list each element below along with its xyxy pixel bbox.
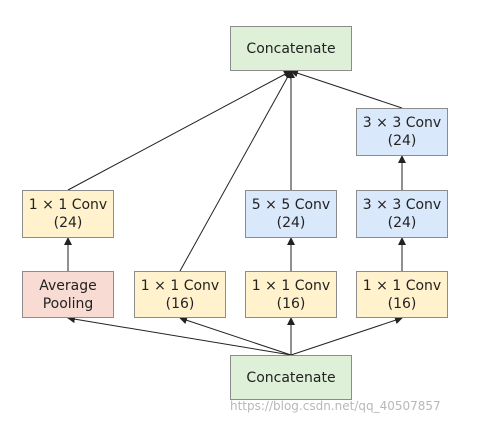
conv1x1-pool-branch-title: 1 × 1 Conv [28, 197, 108, 213]
arrow-concat-to-conv1x1-d [290, 316, 403, 356]
average-pooling: Average Pooling [22, 271, 114, 318]
conv1x1-before-5x5-title: 1 × 1 Conv [251, 277, 331, 294]
conv1x1-direct: 1 × 1 Conv (16) [134, 271, 226, 318]
concatenate-top-label: Concatenate [246, 40, 336, 57]
concatenate-bottom: Concatenate [230, 355, 352, 400]
arrow-concat-to-avgpool [67, 315, 292, 356]
conv5x5: 5 × 5 Conv (24) [245, 190, 337, 238]
conv1x1-pool-branch-filters: (24) [53, 215, 83, 231]
concatenate-top: Concatenate [230, 26, 352, 71]
conv3x3-top-title: 3 × 3 Conv [362, 115, 442, 131]
conv3x3-top: 3 × 3 Conv (24) [356, 108, 448, 156]
conv5x5-title: 5 × 5 Conv [251, 197, 331, 213]
conv3x3-middle-title: 3 × 3 Conv [362, 197, 442, 213]
average-pooling-line1: Average [39, 277, 97, 294]
arrow-concat-to-conv1x1-b [179, 316, 292, 356]
conv1x1-before-5x5: 1 × 1 Conv (16) [245, 271, 337, 318]
concatenate-bottom-label: Concatenate [246, 369, 336, 386]
conv3x3-top-filters: (24) [387, 133, 417, 149]
conv5x5-filters: (24) [276, 215, 306, 231]
arrow-conv1x1-a-to-concat [67, 70, 292, 191]
watermark-text: https://blog.csdn.net/qq_40507857 [230, 399, 441, 413]
conv1x1-before-3x3-title: 1 × 1 Conv [362, 277, 442, 294]
conv1x1-pool-branch: 1 × 1 Conv (24) [22, 190, 114, 238]
conv1x1-before-5x5-filters: (16) [276, 295, 306, 312]
arrow-conv3x3-a-to-concat [290, 69, 403, 109]
conv1x1-direct-filters: (16) [165, 295, 195, 312]
conv1x1-before-3x3: 1 × 1 Conv (16) [356, 271, 448, 318]
conv1x1-direct-title: 1 × 1 Conv [140, 277, 220, 294]
arrow-conv1x1-b-to-concat [179, 70, 292, 272]
conv3x3-middle: 3 × 3 Conv (24) [356, 190, 448, 238]
conv3x3-middle-filters: (24) [387, 215, 417, 231]
average-pooling-line2: Pooling [42, 295, 94, 312]
conv1x1-before-3x3-filters: (16) [387, 295, 417, 312]
